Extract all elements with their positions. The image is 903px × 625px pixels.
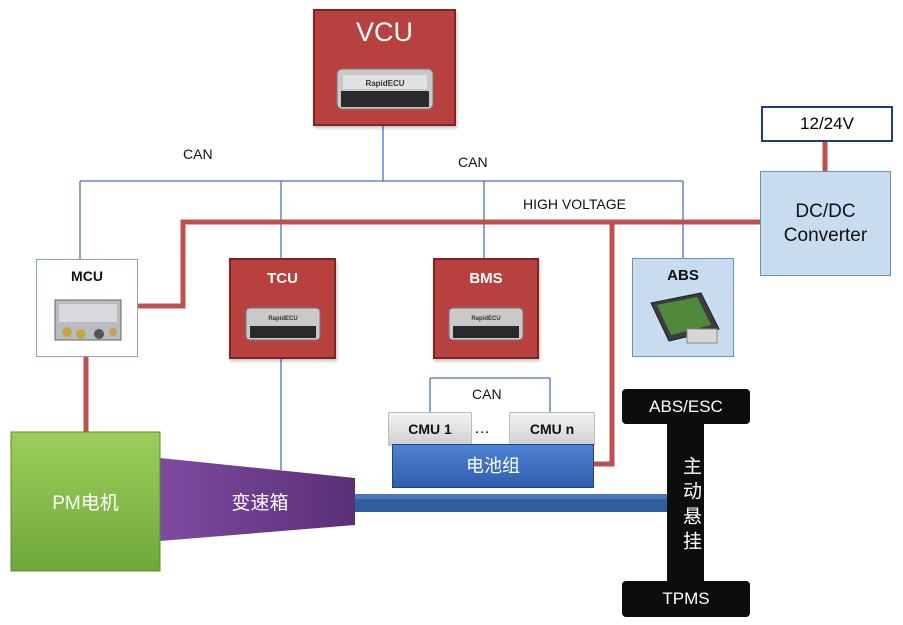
svg-text:RapidECU: RapidECU xyxy=(268,316,297,322)
ecu-icon: RapidECU xyxy=(245,307,321,341)
svg-text:RapidECU: RapidECU xyxy=(471,316,500,322)
can-label-center: CAN xyxy=(458,154,488,170)
hv-label: HIGH VOLTAGE xyxy=(523,196,626,212)
tcu-label: TCU xyxy=(267,270,298,287)
cmu-n-box[interactable]: CMU n xyxy=(509,412,595,446)
abs-esc-box[interactable]: ABS/ESC xyxy=(622,389,750,424)
vcu-label: VCU xyxy=(355,17,413,47)
svg-text:RapidECU: RapidECU xyxy=(365,79,404,88)
ecu-icon: RapidECU xyxy=(448,307,524,341)
hv-line-main xyxy=(137,219,760,309)
gearbox-label: 变速箱 xyxy=(231,493,289,514)
controller-icon xyxy=(54,299,122,341)
can-label-bms: CAN xyxy=(472,386,502,402)
battery-pack[interactable]: 电池组 xyxy=(392,444,594,488)
cmu-1-box[interactable]: CMU 1 xyxy=(388,412,472,446)
abs-label: ABS xyxy=(667,267,699,284)
motor-shape xyxy=(10,431,161,572)
supply-box[interactable]: 12/24V xyxy=(761,106,893,142)
tpms-box[interactable]: TPMS xyxy=(622,581,750,617)
chassis-bar xyxy=(667,424,704,584)
motor-label: PM电机 xyxy=(52,493,119,514)
can-label-left: CAN xyxy=(183,146,213,162)
dcdc-label: DC/DC Converter xyxy=(783,200,868,246)
cmu-ellipsis: … xyxy=(474,420,490,437)
vcu-box[interactable]: VCU RapidECU xyxy=(313,9,456,126)
gearbox-shape xyxy=(160,458,355,541)
abs-box[interactable]: ABS xyxy=(632,258,734,357)
bms-box[interactable]: BMS RapidECU xyxy=(433,258,539,359)
bms-label: BMS xyxy=(469,270,503,287)
suspension-label: 主动悬挂 xyxy=(680,456,701,556)
mcu-label: MCU xyxy=(71,268,103,284)
mcu-box[interactable]: MCU xyxy=(36,259,138,357)
ecu-icon: RapidECU xyxy=(336,68,434,110)
abs-module-icon xyxy=(650,292,720,344)
dcdc-box[interactable]: DC/DC Converter xyxy=(760,171,891,276)
tcu-box[interactable]: TCU RapidECU xyxy=(229,258,336,359)
hv-line-battery xyxy=(593,222,615,467)
